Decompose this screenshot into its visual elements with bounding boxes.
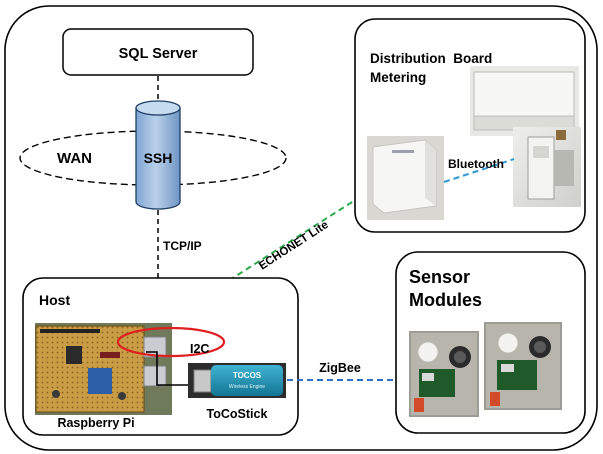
- ssh-cylinder: SSH: [135, 100, 181, 210]
- tocostick-photo: TOCOS Wireless Engine: [188, 363, 286, 398]
- meter-photo: [367, 136, 444, 220]
- tcp-ip-label: TCP/IP: [163, 239, 202, 253]
- bluetooth-label: Bluetooth: [448, 157, 504, 171]
- sensor-module-photo-2: [484, 322, 562, 410]
- breaker-box-photo: [470, 66, 579, 136]
- raspberry-pi-photo: [35, 323, 172, 415]
- modules-title: Modules: [409, 290, 482, 310]
- metering-title: Metering: [370, 70, 426, 85]
- zigbee-label: ZigBee: [319, 361, 361, 375]
- distribution-board-title: Distribution Board: [370, 51, 492, 66]
- host-title: Host: [39, 292, 70, 308]
- sql-server-node: SQL Server: [62, 28, 254, 76]
- bluetooth-link: [443, 158, 515, 183]
- pi-tocostick-link: [146, 351, 190, 386]
- sensor-title: Sensor: [409, 267, 470, 287]
- distribution-board-panel: Distribution Board Metering Bluetooth: [354, 18, 586, 233]
- sensor-modules-panel: Sensor Modules: [395, 251, 586, 434]
- wan-label: WAN: [57, 150, 92, 167]
- sql-server-label: SQL Server: [119, 46, 198, 62]
- ssh-label: SSH: [144, 150, 173, 166]
- tocos-brand: TOCOS: [233, 371, 262, 380]
- echonet-lite-link: [169, 196, 361, 319]
- raspberry-pi-label: Raspberry Pi: [57, 416, 134, 430]
- wall-device-photo: [513, 127, 581, 207]
- i2c-label: I2C: [190, 342, 209, 356]
- tocostick-label: ToCoStick: [207, 407, 268, 421]
- i2c-ring: [116, 326, 226, 358]
- tocos-subtitle: Wireless Engine: [229, 384, 265, 390]
- host-panel: Host Raspberry Pi I2C TOCOS Wireless Eng: [22, 277, 299, 436]
- sensor-module-photo-1: [409, 331, 479, 417]
